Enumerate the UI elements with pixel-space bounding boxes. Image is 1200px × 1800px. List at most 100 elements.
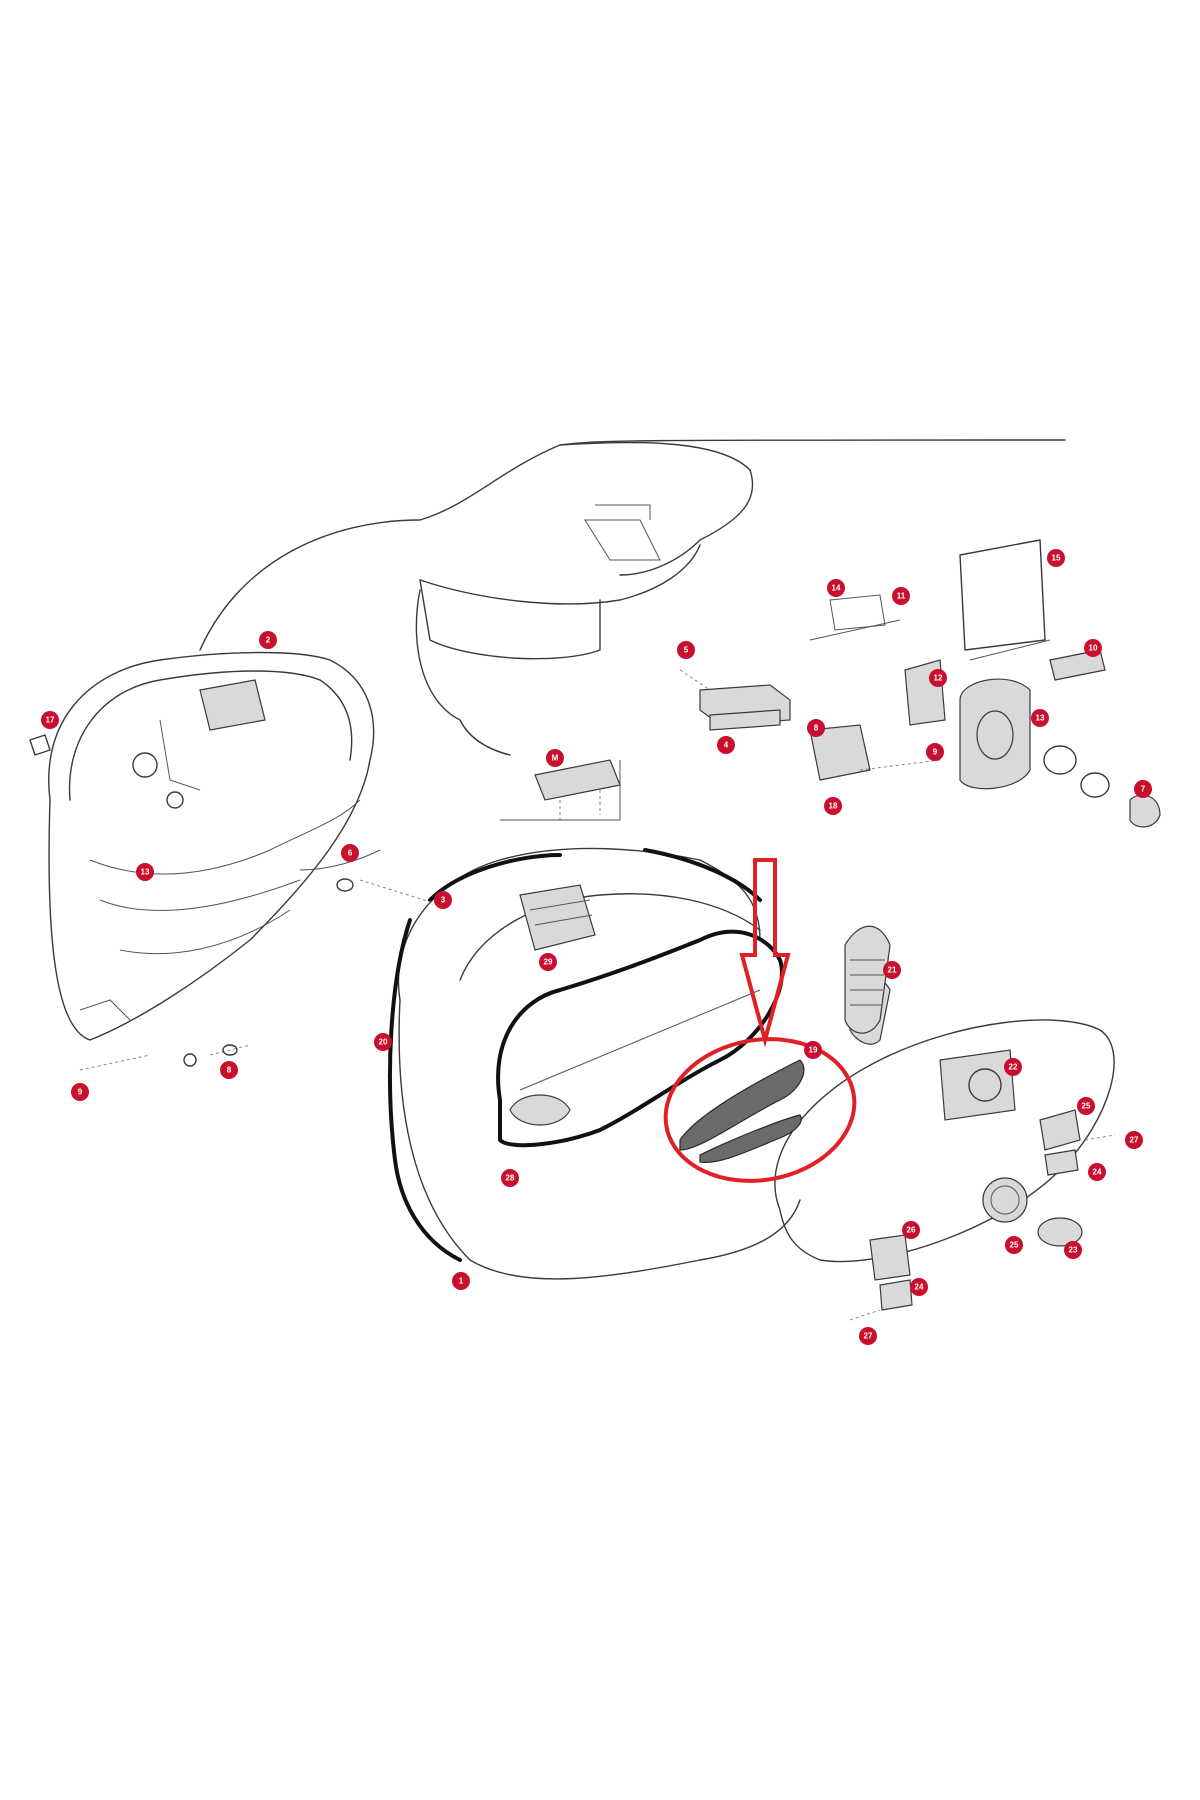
callout-badge [804,1041,822,1059]
callout-label: 22 [1009,1063,1018,1072]
callout-8: 8 [220,1061,238,1079]
callout-label: 9 [78,1088,83,1097]
callout-23: 23 [1064,1241,1082,1259]
callout-badge [717,736,735,754]
callout-label: 26 [907,1226,916,1235]
callout-badge [807,719,825,737]
left-fasteners [29,734,441,1071]
callout-24: 24 [1088,1163,1106,1181]
callout-badge [902,1221,920,1239]
callout-21: 21 [883,961,901,979]
callout-label: 15 [1052,554,1061,563]
callout-badge [677,641,695,659]
callout-badge [859,1327,877,1345]
callout-label: 1 [459,1277,464,1286]
callout-label: 23 [1069,1246,1078,1255]
callout-label: 5 [684,646,689,655]
callout-markers: 2 17 13 6 3 8 9 20 28 29 M 5 4 8 18 14 11 12 9 15 10 13 7 21 19 2… [41,549,1152,1345]
callout-label: 12 [934,674,943,683]
callout-label: 28 [506,1174,515,1183]
down-arrow-icon [739,858,791,1048]
callout-3: 3 [434,891,452,909]
callout-badge [220,1061,238,1079]
callout-25: 25 [1005,1236,1023,1254]
callout-badge [259,631,277,649]
callout-7: 7 [1134,780,1152,798]
callout-18: 18 [824,797,842,815]
callout-label: 4 [724,741,729,750]
callout-27: 27 [1125,1131,1143,1149]
callout-13: 13 [136,863,154,881]
callout-25: 25 [1077,1097,1095,1115]
callout-1: 1 [452,1272,470,1290]
callout-label: 14 [832,584,841,593]
left-shell-inner [48,651,381,1041]
latch-parts [679,539,1161,828]
callout-26: 26 [902,1221,920,1239]
hinge-assembly [500,759,621,951]
callout-badge [1031,709,1049,727]
side-cover-20 [388,847,801,1280]
callout-label: 17 [46,716,55,725]
callout-badge [929,669,947,687]
callout-badge [883,961,901,979]
callout-28: 28 [501,1169,519,1187]
callout-badge [1005,1236,1023,1254]
callout-2: 2 [259,631,277,649]
callout-17: 17 [41,711,59,729]
callout-label: 13 [1036,714,1045,723]
callout-14: 14 [827,579,845,597]
callout-6: 6 [341,844,359,862]
callout-badge [539,953,557,971]
badge-parts [849,1049,1116,1321]
callout-badge [71,1083,89,1101]
callout-badge [824,797,842,815]
callout-19: 19 [804,1041,822,1059]
callout-20: 20 [374,1033,392,1051]
callout-badge [136,863,154,881]
callout-M: M [546,749,564,767]
callout-badge [1077,1097,1095,1115]
callout-13: 13 [1031,709,1049,727]
callout-label: 7 [1141,785,1146,794]
callout-8: 8 [807,719,825,737]
callout-badge [1047,549,1065,567]
callout-label: 25 [1010,1241,1019,1250]
callout-label: 9 [933,748,938,757]
callout-label: 18 [829,802,838,811]
callout-22: 22 [1004,1058,1022,1076]
callout-label: 29 [544,958,553,967]
grille-21 [844,925,891,1034]
callout-27: 27 [859,1327,877,1345]
callout-label: 20 [379,1038,388,1047]
callout-badge [926,743,944,761]
callout-label: 2 [266,636,271,645]
callout-badge [1125,1131,1143,1149]
callout-label: 21 [888,966,897,975]
callout-badge [501,1169,519,1187]
callout-label: 24 [915,1283,924,1292]
callout-badge [341,844,359,862]
callout-label: 27 [1130,1136,1139,1145]
callout-label: 6 [348,849,353,858]
callout-label: 19 [809,1046,818,1055]
callout-badge [41,711,59,729]
callout-label: 8 [814,724,819,733]
callout-12: 12 [929,669,947,687]
callout-11: 11 [892,587,910,605]
callout-29: 29 [539,953,557,971]
callout-5: 5 [677,641,695,659]
callout-label: M [552,754,559,763]
callout-9: 9 [926,743,944,761]
callout-label: 10 [1089,644,1098,653]
highlight-ellipse [663,1037,857,1183]
callout-badge [892,587,910,605]
callout-label: 8 [227,1066,232,1075]
callout-9: 9 [71,1083,89,1101]
highlight-annotation [663,858,857,1183]
callout-badge [827,579,845,597]
callout-label: 11 [897,592,906,601]
callout-4: 4 [717,736,735,754]
callout-badge [1064,1241,1082,1259]
